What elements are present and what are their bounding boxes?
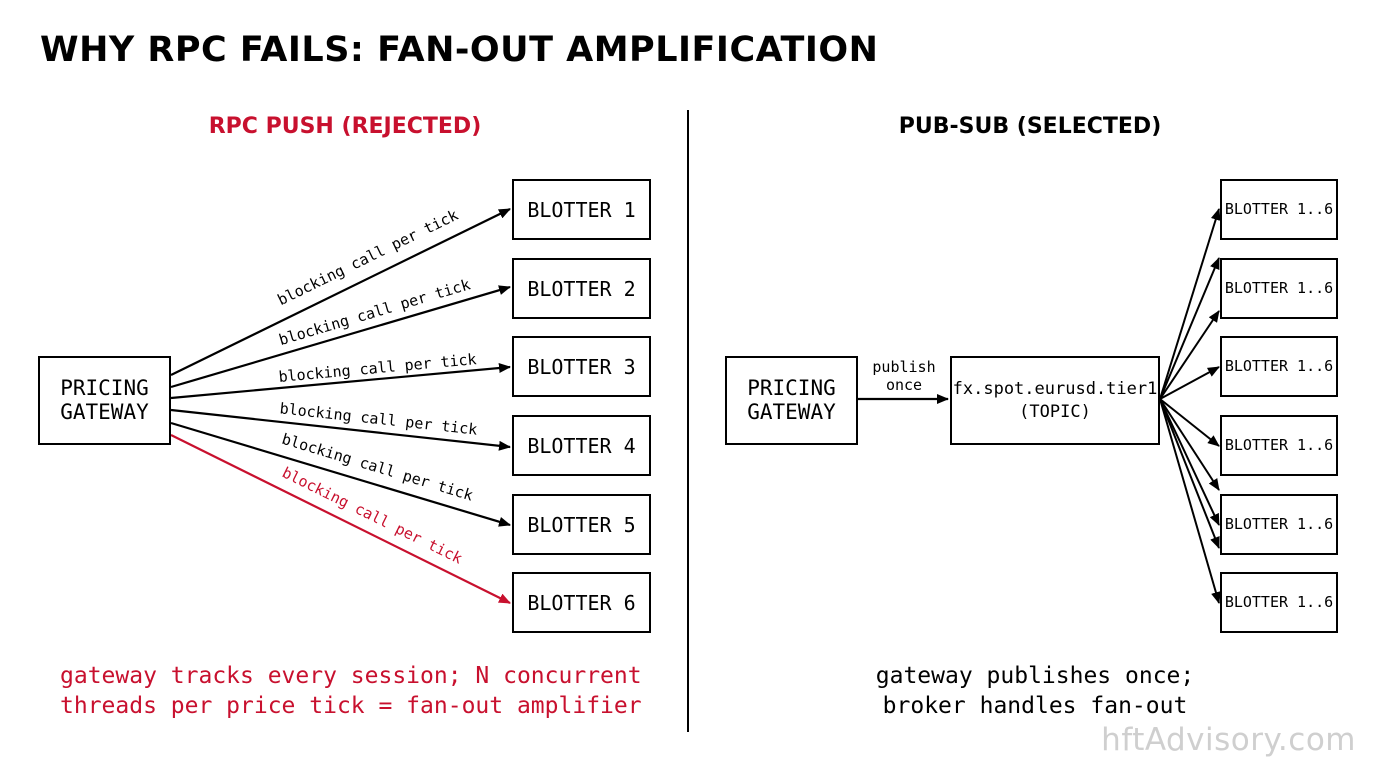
subscriber-blotter-6: BLOTTER 1..6 bbox=[1220, 572, 1338, 633]
topic-edge-9 bbox=[1159, 398, 1221, 604]
blotter-5: BLOTTER 5 bbox=[512, 494, 651, 555]
topic-edge-7 bbox=[1159, 398, 1220, 526]
pubsub-note: gateway publishes once; broker handles f… bbox=[875, 663, 1195, 719]
blotter-2: BLOTTER 2 bbox=[512, 258, 651, 319]
topic-edge-3 bbox=[1159, 310, 1220, 400]
subscriber-blotter-2: BLOTTER 1..6 bbox=[1220, 258, 1338, 319]
subscriber-blotter-3: BLOTTER 1..6 bbox=[1220, 336, 1338, 397]
blotter-6: BLOTTER 6 bbox=[512, 572, 651, 633]
section-divider bbox=[687, 110, 689, 732]
topic-edge-4 bbox=[1159, 366, 1220, 400]
blotter-3: BLOTTER 3 bbox=[512, 336, 651, 397]
pricing-gateway-rpc: PRICING GATEWAY bbox=[38, 356, 171, 445]
topic-edge-8 bbox=[1159, 398, 1220, 549]
subscriber-blotter-4: BLOTTER 1..6 bbox=[1220, 415, 1338, 476]
watermark: hftAdvisory.com bbox=[1101, 722, 1356, 758]
subscriber-blotter-1: BLOTTER 1..6 bbox=[1220, 179, 1338, 240]
topic-box: fx.spot.eurusd.tier1 (TOPIC) bbox=[950, 356, 1160, 445]
topic-edge-1 bbox=[1159, 208, 1221, 400]
subscriber-blotter-5: BLOTTER 1..6 bbox=[1220, 494, 1338, 555]
topic-fanout-edges bbox=[1159, 208, 1221, 604]
blotter-4: BLOTTER 4 bbox=[512, 415, 651, 476]
rpc-edge-4: blocking call per tick bbox=[170, 399, 511, 451]
page-title: WHY RPC FAILS: FAN-OUT AMPLIFICATION bbox=[40, 30, 879, 70]
rpc-edge-label-3: blocking call per tick bbox=[278, 350, 478, 386]
blotter-1: BLOTTER 1 bbox=[512, 179, 651, 240]
pricing-gateway-pubsub: PRICING GATEWAY bbox=[725, 356, 858, 445]
publish-once-label: publish once bbox=[872, 358, 936, 394]
rpc-note: gateway tracks every session; N concurre… bbox=[60, 663, 642, 719]
topic-edge-2 bbox=[1159, 257, 1220, 400]
rpc-push-heading: RPC PUSH (REJECTED) bbox=[208, 114, 482, 139]
topic-edge-6 bbox=[1159, 398, 1220, 491]
topic-edge-5 bbox=[1159, 398, 1220, 447]
rpc-edge-3: blocking call per tick bbox=[170, 350, 511, 400]
pub-sub-heading: PUB-SUB (SELECTED) bbox=[898, 114, 1162, 139]
